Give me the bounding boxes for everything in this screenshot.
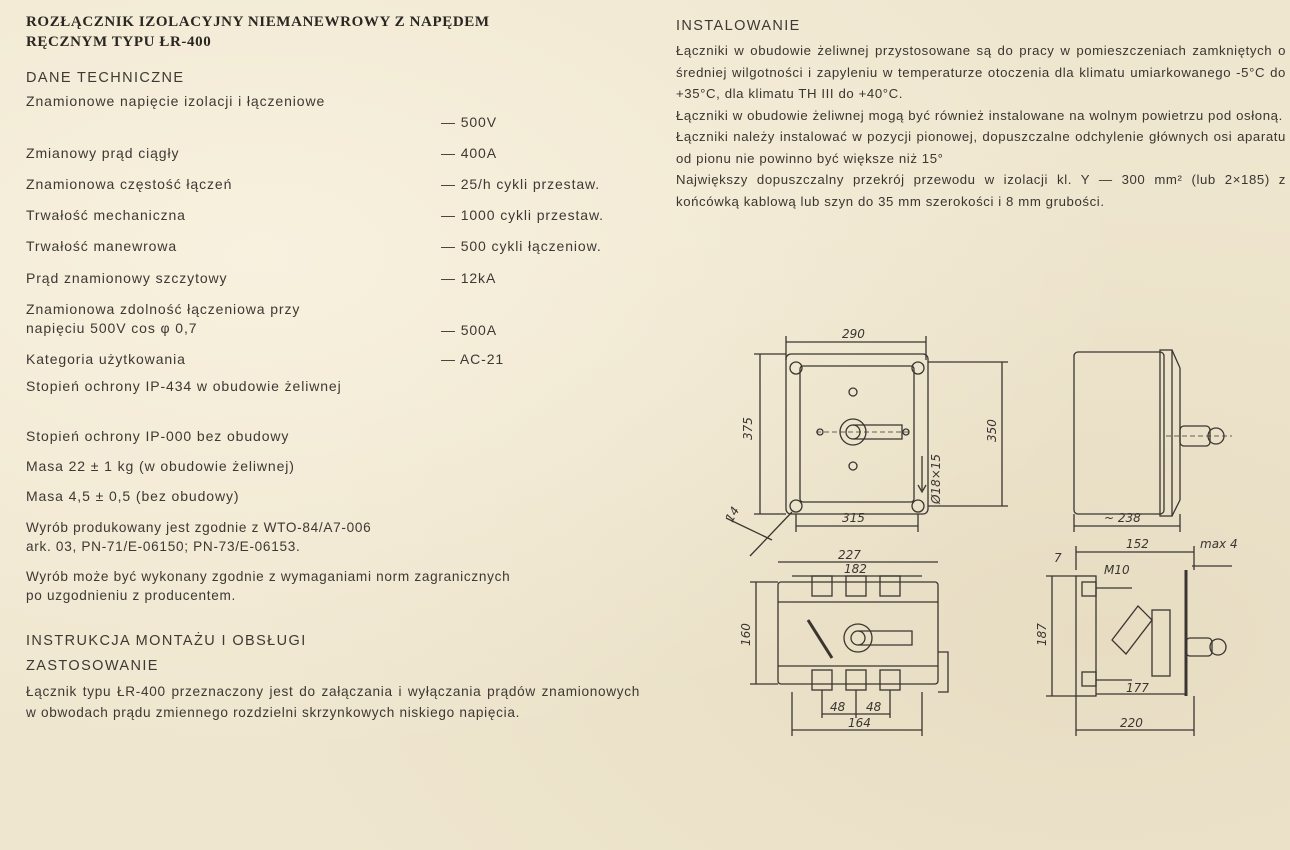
spec-row: Prąd znamionowy szczytowy — 12kA xyxy=(26,269,656,288)
dim-front-hole: Ø18×15 xyxy=(929,454,943,505)
dim-side2-bolt: M10 xyxy=(1104,563,1130,577)
side-view xyxy=(1073,349,1232,532)
spec-row: Zmianowy prąd ciągły — 400A xyxy=(26,144,656,163)
tech-data-heading: DANE TECHNICZNE xyxy=(26,70,185,86)
installation-paragraph: Łączniki należy instalować w pozycji pio… xyxy=(676,129,1286,166)
spec-row: Stopień ochrony IP-000 bez obudowy xyxy=(26,427,656,446)
spec-value: — 25/h cykli przestaw. xyxy=(441,176,601,192)
spec-label: Kategoria użytkowania xyxy=(26,351,186,367)
side-view-2 xyxy=(1046,546,1232,736)
dim-open-b2: 48 xyxy=(866,700,882,714)
spec-row: Masa 4,5 ± 0,5 (bez obudowy) xyxy=(26,487,656,506)
dim-side2-left: 187 xyxy=(1035,623,1049,646)
spec-row: Masa 22 ± 1 kg (w obudowie żeliwnej) xyxy=(26,457,656,476)
application-heading: ZASTOSOWANIE xyxy=(26,658,159,674)
installation-text: Łączniki w obudowie żeliwnej przystosowa… xyxy=(676,40,1286,212)
spec-value: — 1000 cykli przestaw. xyxy=(441,207,604,223)
spec-row: Trwałość mechaniczna — 1000 cykli przest… xyxy=(26,206,656,225)
standards-note: Wyrób produkowany jest zgodnie z WTO-84/… xyxy=(26,518,656,556)
spec-row: Znamionowa częstość łączeń — 25/h cykli … xyxy=(26,175,656,194)
foreign-line-2: po uzgodnieniu z producentem. xyxy=(26,588,236,603)
spec-row: Znamionowe napięcie izolacji i łączeniow… xyxy=(26,92,656,132)
spec-label: Zmianowy prąd ciągły xyxy=(26,145,180,161)
dim-side2-max: max 4 xyxy=(1200,537,1238,551)
spec-value: — 400A xyxy=(441,145,497,161)
dim-open-b1: 48 xyxy=(830,700,846,714)
spec-row: Trwałość manewrowa — 500 cykli łączeniow… xyxy=(26,237,656,256)
dim-side2-top: 152 xyxy=(1126,537,1149,551)
spec-value: — 500 cykli łączeniow. xyxy=(441,238,602,254)
dim-front-right: 350 xyxy=(985,419,999,442)
spec-label: Stopień ochrony IP-434 w obudowie żeliwn… xyxy=(26,378,342,394)
foreign-standards-note: Wyrób może być wykonany zgodnie z wymaga… xyxy=(26,567,656,605)
dim-front-corner: 14 xyxy=(722,504,742,524)
spec-row: Stopień ochrony IP-434 w obudowie żeliwn… xyxy=(26,377,656,417)
left-column: ROZŁĄCZNIK IZOLACYJNY NIEMANEWROWY Z NAP… xyxy=(26,12,656,723)
spec-label: Znamionowa częstość łączeń xyxy=(26,176,233,192)
installation-paragraph: Największy dopuszczalny przekrój przewod… xyxy=(676,172,1286,209)
dim-front-left: 375 xyxy=(741,417,755,440)
application-text: Łącznik typu ŁR-400 przeznaczony jest do… xyxy=(26,684,640,720)
dim-side2-bottom: 220 xyxy=(1120,716,1143,730)
dim-side2-inner: 177 xyxy=(1126,681,1149,695)
title-line-2: RĘCZNYM TYPU ŁR-400 xyxy=(26,34,212,50)
spec-value: — 500V xyxy=(441,114,497,130)
spec-row: Kategoria użytkowania — AC-21 xyxy=(26,350,656,369)
spec-value: — 500A xyxy=(441,322,497,338)
document-title: ROZŁĄCZNIK IZOLACYJNY NIEMANEWROWY Z NAP… xyxy=(26,12,656,52)
dim-side-bottom: ~ 238 xyxy=(1104,511,1141,525)
installation-heading: INSTALOWANIE xyxy=(676,18,801,34)
spec-row: Znamionowa zdolność łączeniowa przy napi… xyxy=(26,300,656,340)
dim-front-top: 290 xyxy=(842,327,865,341)
standards-line-1: Wyrób produkowany jest zgodnie z WTO-84/… xyxy=(26,520,372,535)
installation-paragraph: Łączniki w obudowie żeliwnej mogą być ró… xyxy=(676,107,1283,123)
dim-open-top: 227 xyxy=(838,548,861,562)
spec-label: Znamionowa zdolność łączeniowa przy napi… xyxy=(26,301,301,336)
dim-front-bottom: 315 xyxy=(842,511,865,525)
title-line-1: ROZŁĄCZNIK IZOLACYJNY NIEMANEWROWY Z NAP… xyxy=(26,14,490,30)
spec-label: Stopień ochrony IP-000 bez obudowy xyxy=(26,428,290,444)
spec-label: Masa 4,5 ± 0,5 (bez obudowy) xyxy=(26,488,240,504)
dim-open-total: 164 xyxy=(848,716,871,730)
dim-side2-m: 7 xyxy=(1054,551,1062,565)
foreign-line-1: Wyrób może być wykonany zgodnie z wymaga… xyxy=(26,569,511,584)
spec-label: Trwałość manewrowa xyxy=(26,238,178,254)
spec-label: Trwałość mechaniczna xyxy=(26,207,186,223)
front-view xyxy=(725,336,1008,557)
instructions-heading: INSTRUKCJA MONTAŻU I OBSŁUGI xyxy=(26,633,307,649)
spec-label: Znamionowe napięcie izolacji i łączeniow… xyxy=(26,93,326,109)
dim-open-left: 160 xyxy=(739,623,753,646)
standards-line-2: ark. 03, PN-71/E-06150; PN-73/E-06153. xyxy=(26,539,301,554)
spec-value: — 12kA xyxy=(441,270,497,286)
installation-paragraph: Łączniki w obudowie żeliwnej przystosowa… xyxy=(676,43,1286,101)
open-view xyxy=(750,561,949,736)
dim-open-inner: 182 xyxy=(844,562,867,576)
spec-value: — AC-21 xyxy=(441,351,505,367)
right-column: INSTALOWANIE Łączniki w obudowie żeliwne… xyxy=(676,18,1286,212)
spec-list: Znamionowe napięcie izolacji i łączeniow… xyxy=(26,92,656,506)
spec-label: Prąd znamionowy szczytowy xyxy=(26,270,228,286)
technical-drawing: 290 375 350 315 Ø18×15 14 ~ 238 227 182 … xyxy=(722,327,1238,736)
spec-label: Masa 22 ± 1 kg (w obudowie żeliwnej) xyxy=(26,458,295,474)
